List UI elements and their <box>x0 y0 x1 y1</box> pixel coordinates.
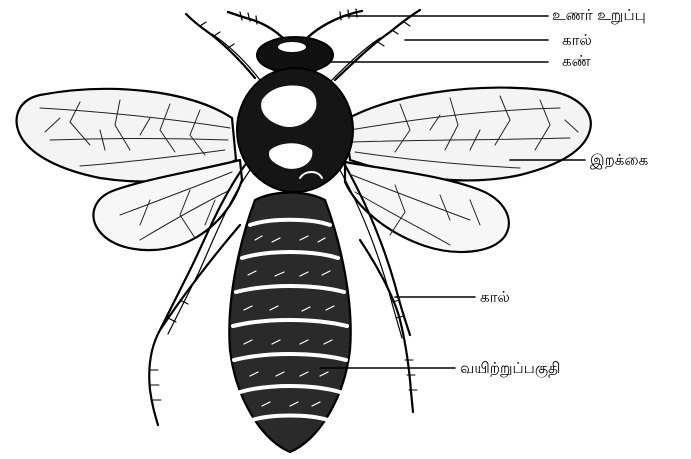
label-antenna: உணர் உறுப்பு <box>552 6 646 24</box>
abdomen <box>229 193 350 453</box>
label-wing: இறக்கை <box>590 151 648 169</box>
thorax <box>237 68 353 192</box>
wing-right-upper <box>345 88 591 181</box>
antennae <box>228 9 362 40</box>
label-leg-top: கால் <box>562 31 592 49</box>
label-eye: கண் <box>562 52 591 70</box>
label-abdomen: வயிற்றுப்பகுதி <box>460 359 560 377</box>
label-leg-mid: கால் <box>480 288 510 306</box>
